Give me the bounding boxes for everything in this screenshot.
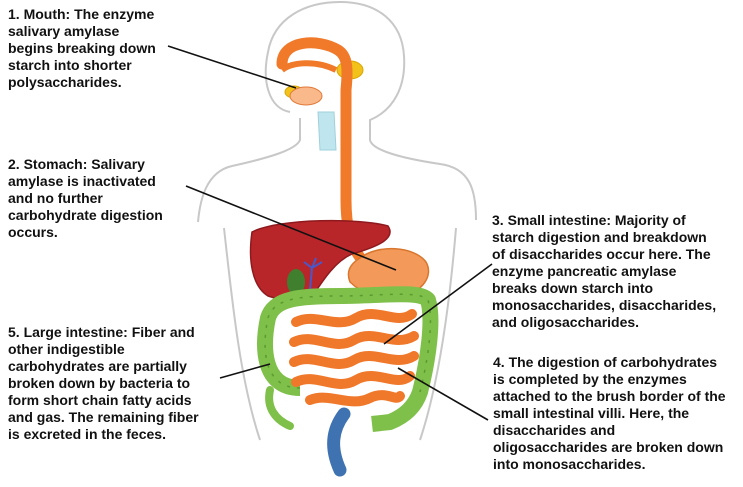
large-intestine-label: 5. Large intestine: Fiber and other indi… — [8, 324, 228, 443]
small-intestine-label: 3. Small intestine: Majority of starch d… — [492, 212, 742, 331]
appendix-shape — [269, 390, 290, 426]
rectum-shape — [334, 414, 344, 470]
head-outline — [266, 2, 476, 220]
stomach-label: 2. Stomach: Salivary amylase is inactiva… — [8, 156, 208, 241]
mouth-shape — [290, 87, 322, 105]
neck-shoulder-left — [198, 118, 300, 222]
small-intestine-shape — [294, 314, 414, 401]
trachea-shape — [318, 112, 336, 150]
brush-border-label: 4. The digestion of carbohydrates is com… — [493, 354, 741, 473]
mouth-label: 1. Mouth: The enzyme salivary amylase be… — [8, 6, 198, 91]
